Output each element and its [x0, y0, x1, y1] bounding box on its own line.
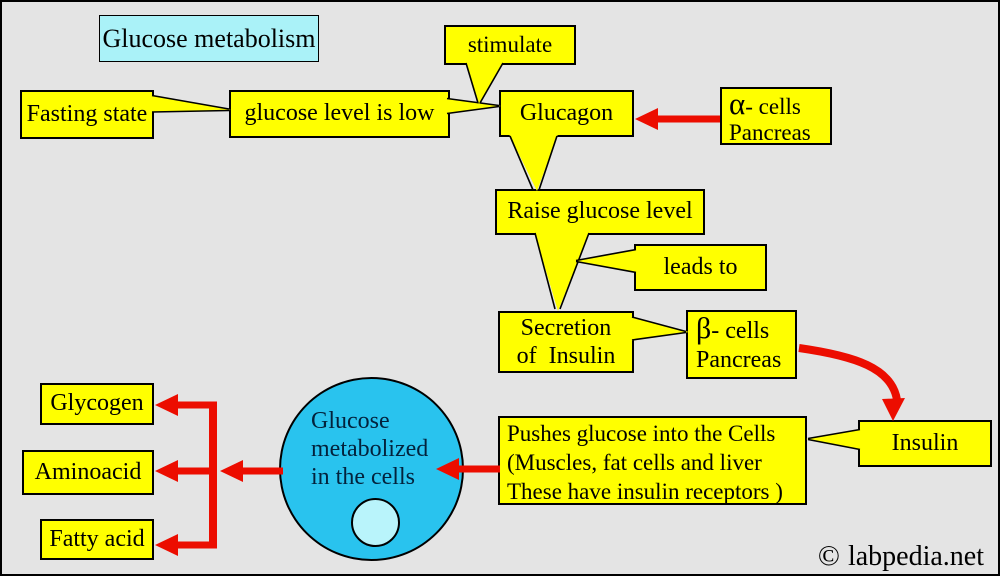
- beta-symbol: β: [696, 312, 712, 345]
- box-raise-glucose: Raise glucose level: [495, 189, 705, 235]
- box-stimulate: stimulate: [444, 25, 576, 65]
- alpha-cells-line2: Pancreas: [729, 119, 811, 145]
- watermark-site: labpedia.net: [847, 540, 984, 572]
- box-aminoacid-label: Aminoacid: [34, 458, 142, 485]
- copyright-icon: ©: [817, 540, 840, 572]
- box-secretion-insulin: Secretion of Insulin: [498, 311, 634, 373]
- box-leads-to-label: leads to: [663, 253, 738, 280]
- box-fatty-acid: Fatty acid: [40, 519, 154, 560]
- cell-text-line2: metabolized: [311, 436, 429, 462]
- pushes-line1: Pushes glucose into the Cells: [507, 421, 776, 446]
- alpha-cells-line1: α- cells: [729, 88, 801, 120]
- arrow-cell-to-branch: [220, 460, 283, 482]
- box-beta-cells: β- cells Pancreas: [686, 310, 797, 379]
- pushes-line3: These have insulin receptors ): [507, 479, 783, 504]
- box-raise-glucose-label: Raise glucose level: [507, 198, 693, 225]
- cell-text-line3: in the cells: [311, 464, 415, 490]
- box-glucagon: Glucagon: [499, 90, 634, 137]
- box-fasting-state: Fasting state: [20, 90, 154, 139]
- cell-text-line1: Glucose: [311, 408, 390, 434]
- arrow-branch-to-aminoacid: [155, 460, 217, 482]
- callout-tail-fasting-to-glucoselow: [151, 94, 231, 113]
- arrow-branch-to-glycogen: [155, 394, 217, 416]
- beta-cells-line2: Pancreas: [696, 347, 782, 373]
- callout-tail-stimulate: [465, 62, 504, 104]
- callout-tail-leadsto: [575, 248, 638, 274]
- callout-tail-raise-to-secretion: [534, 231, 590, 311]
- box-insulin: Insulin: [858, 420, 992, 467]
- box-glycogen-label: Glycogen: [50, 390, 144, 417]
- box-glucose-level-low: glucose level is low: [229, 90, 450, 138]
- arrow-beta-to-insulin: [798, 344, 905, 421]
- box-stimulate-label: stimulate: [467, 31, 553, 57]
- alpha-suffix: - cells: [745, 93, 801, 119]
- beta-cells-line1: β- cells: [696, 314, 769, 346]
- secretion-line2: of Insulin: [516, 343, 616, 369]
- box-alpha-cells: α- cells Pancreas: [720, 87, 832, 145]
- callout-tail-glucoselow-to-glucagon: [446, 97, 501, 115]
- box-pushes-glucose: Pushes glucose into the Cells (Muscles, …: [498, 416, 807, 505]
- callout-tail-insulin-to-pushes: [806, 428, 861, 451]
- cell-circle-text: Glucose metabolized in the cells: [311, 407, 461, 491]
- box-glucagon-label: Glucagon: [519, 99, 614, 126]
- callout-tail-secretion-to-beta: [630, 316, 689, 341]
- box-insulin-label: Insulin: [891, 429, 959, 456]
- box-aminoacid: Aminoacid: [22, 450, 154, 495]
- secretion-line1: Secretion: [520, 315, 612, 341]
- callout-tail-glucagon-to-raise: [509, 134, 558, 191]
- alpha-symbol: α: [729, 85, 746, 121]
- box-leads-to: leads to: [634, 244, 767, 291]
- arrow-branch-to-fattyacid: [155, 534, 217, 556]
- title-box: Glucose metabolism: [99, 15, 319, 62]
- arrow-alpha-to-glucagon: [635, 108, 720, 130]
- box-glycogen: Glycogen: [40, 383, 154, 425]
- diagram-title: Glucose metabolism: [102, 23, 316, 53]
- box-fasting-state-label: Fasting state: [26, 100, 148, 127]
- box-glucose-level-low-label: glucose level is low: [244, 100, 435, 127]
- watermark: © labpedia.net: [818, 540, 984, 573]
- cell-nucleus: [351, 498, 400, 547]
- beta-suffix: - cells: [711, 318, 770, 344]
- pushes-line2: (Muscles, fat cells and liver: [507, 450, 762, 475]
- box-fatty-acid-label: Fatty acid: [49, 525, 145, 552]
